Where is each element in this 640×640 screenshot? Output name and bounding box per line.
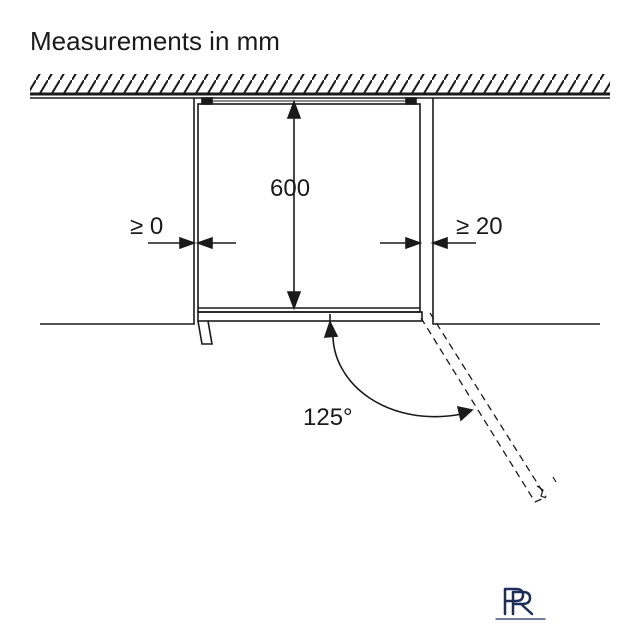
left-cabinet: [40, 98, 195, 325]
diagram-title: Measurements in mm: [30, 26, 280, 56]
pr-logo: [495, 587, 546, 620]
depth-dimension: [286, 99, 302, 311]
open-door-outline: [420, 312, 547, 503]
left-clearance-arrows: [148, 236, 236, 250]
wall-hatching: [30, 74, 610, 99]
door-angle-arc: [323, 319, 474, 422]
depth-label: 600: [270, 175, 311, 202]
right-cabinet: [432, 98, 600, 325]
right-clearance-label: ≥ 20: [456, 213, 503, 240]
open-door-handle: [536, 476, 557, 499]
door-angle-label: 125°: [303, 404, 353, 431]
appliance-body: [197, 97, 423, 345]
left-clearance-label: ≥ 0: [130, 213, 164, 240]
right-clearance-arrows: [380, 236, 476, 250]
